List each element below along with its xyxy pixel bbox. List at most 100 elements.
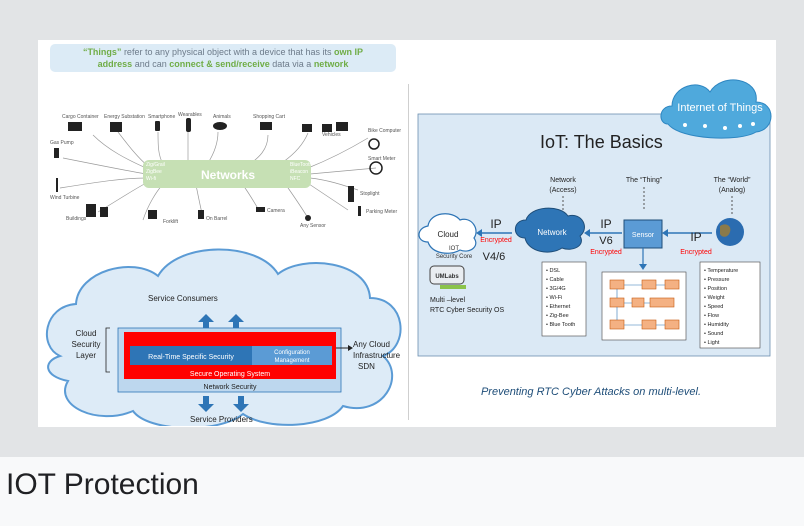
logo-text: UMLabs: [435, 274, 459, 280]
analog-list: • Temperature • Pressure • Position • We…: [704, 268, 738, 346]
parking-meter-icon: [358, 206, 361, 216]
list-item: • Sound: [704, 331, 723, 337]
network-access-1: Network: [550, 177, 576, 184]
forklift-icon: [148, 210, 157, 219]
wind-turbine-icon: [56, 178, 58, 192]
network-list: • DSL • Cable • 3G/4G • Wi-Fi • Ethernet…: [546, 268, 575, 328]
network-list-box: [541, 261, 587, 337]
device-label: Any Sensor: [300, 223, 326, 229]
list-item: • Zig-Bee: [546, 313, 569, 319]
up-arrow-icon: [198, 314, 214, 328]
list-item: • Temperature: [704, 268, 738, 274]
device-icons: [54, 118, 383, 221]
things-banner-bg: [50, 44, 396, 72]
device-label: Gas Pump: [50, 140, 74, 146]
iot-sec-1: IOT: [449, 246, 459, 252]
iot-cloud-label: Internet of Things: [677, 102, 763, 114]
v46-label: V4/6: [483, 251, 506, 263]
wearables-icon: [186, 118, 191, 132]
left-arrow-icon: [662, 229, 668, 237]
list-item: • Wi-Fi: [546, 295, 562, 301]
device-label: On Barrel: [206, 216, 227, 222]
slide-divider: [408, 84, 409, 420]
protocol-left-3: Wi-fi: [146, 176, 156, 182]
multilevel-2: RTC Cyber Security OS: [430, 307, 504, 314]
things-line-1: “Things” refer to any physical object wi…: [83, 47, 363, 57]
device-label: Cargo Container: [62, 114, 99, 120]
network-access-2: (Access): [549, 187, 576, 194]
left-arrow-icon: [584, 229, 590, 237]
list-item: • Position: [704, 286, 727, 292]
list-item: • Weight: [704, 295, 725, 301]
networks-label: Networks: [201, 168, 255, 182]
cloud-label: Cloud: [438, 230, 459, 239]
list-item: • Cable: [546, 277, 564, 283]
protocol-left-2: ZigBee: [146, 169, 162, 175]
device-label: Energy Substation: [104, 114, 145, 120]
energy-substation-icon: [110, 122, 122, 132]
encrypted-label-1: Encrypted: [480, 237, 512, 244]
list-item: • Light: [704, 340, 720, 346]
device-label: Stoplight: [360, 191, 380, 197]
rt-security-box: [130, 346, 252, 365]
cloud-layer-1: Cloud: [76, 329, 97, 338]
net-security-label: Network Security: [204, 384, 257, 391]
stoplight-icon: [348, 186, 354, 202]
device-label: Buildings: [66, 216, 87, 222]
slide: “Things” refer to any physical object wi…: [38, 40, 776, 427]
barrel-icon: [198, 210, 204, 219]
list-item: • Pressure: [704, 277, 729, 283]
rt-security-label: Real-Time Specific Security: [148, 354, 234, 361]
iot-sec-2: Security Core: [436, 254, 473, 260]
list-item: • Flow: [704, 313, 719, 319]
vehicle-icon: [322, 124, 332, 132]
protocol-right-2: iBeacon: [290, 169, 308, 175]
shopping-cart-icon: [260, 122, 272, 130]
bike-computer-icon: [368, 138, 380, 150]
things-line-2: address and can connect & send/receive d…: [98, 59, 350, 69]
device-label: Smart Meter: [368, 156, 396, 162]
security-cloud-diagram: Service Consumers Cloud Security Layer R…: [45, 248, 402, 426]
globe-land: [720, 224, 731, 237]
device-label: Wearables: [178, 112, 202, 118]
config-box: [252, 346, 332, 365]
cloud-layer-2: Security: [72, 340, 101, 349]
any-cloud-1: Any Cloud: [353, 340, 390, 349]
service-providers: Service Providers: [190, 415, 253, 424]
networks-pill: [143, 160, 311, 188]
ip-label-2: IP: [600, 217, 611, 231]
cargo-container-icon: [68, 122, 82, 131]
camera-icon: [256, 207, 265, 212]
iot-cloud: [660, 79, 772, 139]
device-label: Wind Turbine: [50, 195, 80, 201]
ip-label-1: IP: [490, 217, 501, 231]
the-world-2: (Analog): [719, 187, 745, 194]
basics-title: IoT: The Basics: [540, 132, 663, 152]
device-label: Bike Computer: [368, 128, 401, 134]
the-thing-label: The “Thing”: [626, 177, 663, 184]
protocol-right-3: NFC: [290, 176, 301, 182]
down-arrow-icon: [233, 396, 249, 412]
list-item: • Ethernet: [546, 304, 571, 310]
animals-icon: [213, 122, 227, 130]
logo-bar: [440, 285, 466, 289]
bracket: [105, 327, 110, 373]
device-label: Parking Meter: [366, 209, 397, 215]
network-label: Network: [537, 228, 567, 237]
umlabs-logo: [429, 265, 465, 285]
config-label-1: Configuration: [274, 350, 310, 356]
list-item: • Humidity: [704, 322, 729, 328]
smart-meter-icon: [369, 161, 383, 175]
any-cloud-2: Infrastructure: [353, 351, 401, 360]
multilevel-1: Multi –level: [430, 297, 465, 304]
cloud-shape: [418, 213, 477, 254]
iot-basics-diagram: Internet of Things IoT: The Basics Netwo…: [417, 79, 772, 398]
airplane-icon: [302, 124, 312, 132]
encrypted-label-2: Encrypted: [590, 249, 622, 256]
cloud-dots: [683, 122, 755, 130]
buildings-icon: [86, 204, 96, 217]
footer-caption: Preventing RTC Cyber Attacks on multi-le…: [481, 386, 701, 398]
cloud-layer-3: Layer: [76, 351, 96, 360]
any-sensor-icon: [305, 215, 311, 221]
building-2-icon: [100, 207, 108, 217]
